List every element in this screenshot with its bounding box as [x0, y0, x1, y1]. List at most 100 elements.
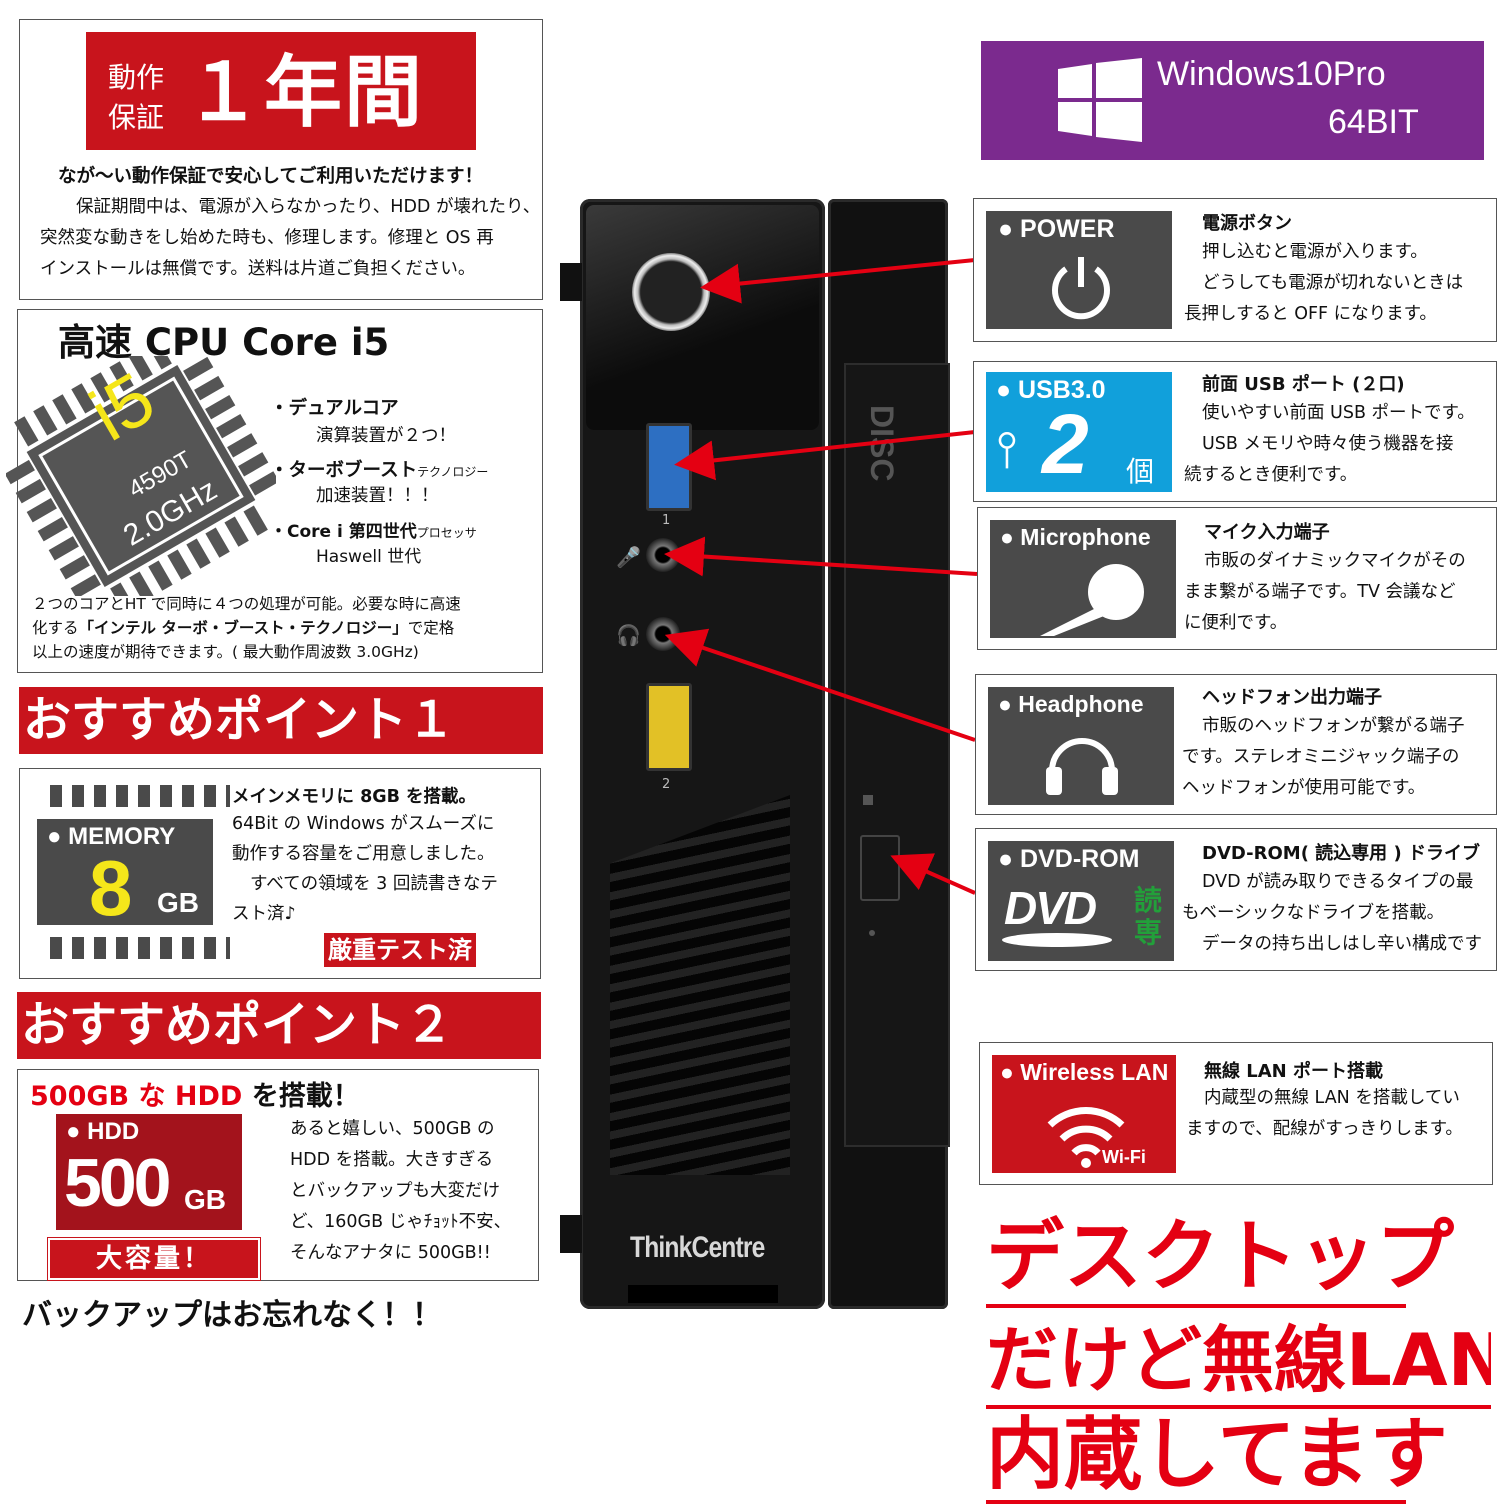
power-line-2: どうしても電源が切れないときは — [1202, 273, 1464, 293]
memory-pins-top — [50, 785, 230, 807]
point1-banner: おすすめポイント１ — [19, 687, 543, 754]
hdd-unit: GB — [184, 1184, 226, 1215]
slogan-line-2: だけど無線LAN — [986, 1315, 1491, 1409]
pc-foot-top — [560, 263, 582, 301]
memory-body-4: スト済♪ — [232, 904, 296, 924]
usb-line-3: 続するとき便利です。 — [1184, 465, 1358, 485]
wireless-line-1: 内蔵型の無線 LAN を搭載してい — [1204, 1088, 1460, 1108]
cpu-note-3: 以上の速度が期待できます。( 最大動作周波数 3.0GHz) — [32, 643, 419, 661]
microphone-title: マイク入力端子 — [1204, 522, 1330, 543]
headphone-icon-label: ● Headphone — [998, 691, 1144, 717]
cpu-box: 高速 CPU Core i5 i5 4590T 2.0GHz ・デュアルコア 演… — [6, 309, 543, 673]
cpu-note-2-b: 「インテル ターボ・ブースト・テクノロジー」 — [78, 619, 408, 637]
wireless-icon-tile: ● Wireless LAN Wi-Fi — [992, 1055, 1176, 1173]
dvd-icon-tile: ● DVD-ROM DVD 読専 — [988, 841, 1174, 961]
hdd-body-3: とバックアップも大変だけ — [290, 1181, 500, 1201]
cpu-chip-icon — [6, 356, 276, 596]
usb-count: 2 — [1042, 397, 1089, 491]
pc-brand: ThinkCentre — [630, 1231, 765, 1264]
microphone-icon-label: ● Microphone — [1000, 524, 1151, 550]
microphone-icon-tile: ● Microphone — [990, 520, 1176, 638]
drive-emergency-hole — [869, 930, 875, 936]
os-badge: Windows10Pro 64BIT — [981, 41, 1484, 160]
dvd-line-1: DVD が読み取りできるタイプの最 — [1202, 872, 1474, 892]
warranty-period: １年間 — [184, 48, 425, 138]
power-icon — [1052, 257, 1110, 320]
hdd-body-5: そんなアナタに 500GB!! — [290, 1243, 491, 1263]
feature-dvd: ● DVD-ROM DVD 読専 DVD-ROM( 読込専用 ) ドライブ DV… — [975, 828, 1497, 971]
wifi-sub-label: Wi-Fi — [1102, 1147, 1146, 1167]
dvd-line-3: データの持ち出しはし辛い構成です — [1202, 934, 1482, 954]
usb-title: 前面 USB ポート (２口) — [1202, 374, 1405, 395]
cpu-feature-3-main: ・Core i 第四世代 — [270, 522, 417, 542]
cpu-note-2-a: 化する — [32, 619, 79, 637]
headphone-icon — [1046, 738, 1118, 795]
memory-pins-bottom — [50, 937, 230, 959]
usb-port-2[interactable] — [646, 683, 692, 771]
vent-grille — [610, 795, 790, 1175]
warranty-headline: なが〜い動作保証で安心してご利用いただけます！ — [58, 166, 483, 187]
hdd-body-4: ど、160GB じゃﾁｮｯﾄ不安、 — [290, 1212, 512, 1232]
warranty-tag: 動作 保証 １年間 — [86, 32, 476, 150]
memory-badge: 厳重テスト済 — [324, 933, 476, 967]
headphone-port-icon: 🎧 — [616, 623, 641, 647]
cpu-feature-1-sub: 演算装置が２つ！ — [316, 426, 456, 446]
feature-microphone: ● Microphone マイク入力端子 市販のダイナミックマイクがその まま繋… — [977, 507, 1497, 650]
backup-reminder: バックアップはお忘れなく！！ — [22, 1298, 442, 1333]
usb-line-1: 使いやすい前面 USB ポートです。 — [1202, 403, 1475, 423]
headphone-line-1: 市販のヘッドフォンが繋がる端子 — [1202, 716, 1465, 736]
headphone-icon-tile: ● Headphone — [988, 687, 1174, 805]
dvd-logo: DVD — [1004, 882, 1097, 934]
microphone-line-2: まま繋がる端子です。TV 会議など — [1184, 582, 1456, 602]
arrow-usb — [674, 430, 976, 481]
memory-unit: GB — [157, 887, 199, 918]
cpu-title: 高速 CPU Core i5 — [58, 321, 390, 364]
dvd-line-2: もベーシックなドライブを搭載。 — [1182, 903, 1445, 923]
feature-power: ● POWER 電源ボタン 押し込むと電源が入ります。 どうしても電源が切れない… — [973, 198, 1497, 342]
wireless-line-2: ますので、配線がすっきりします。 — [1186, 1119, 1463, 1139]
dvd-side-label: 読専 — [1134, 884, 1163, 949]
usb-port-2-number: 2 — [662, 777, 671, 792]
microphone-port-icon: 🎤 — [616, 545, 641, 569]
cpu-feature-1-title: ・デュアルコア — [270, 398, 399, 419]
memory-box: ● MEMORY 8 GB メインメモリに 8GB を搭載。 64Bit の W… — [19, 768, 541, 979]
pc-glossy-top — [586, 205, 819, 430]
power-title: 電源ボタン — [1202, 213, 1292, 234]
microphone-line-3: に便利です。 — [1184, 613, 1288, 633]
cpu-feature-2-title: ・ターボブーストテクノロジー — [270, 456, 488, 482]
hdd-headline-a: 500GB な HDD — [30, 1081, 243, 1112]
cpu-note-2: 化する「インテル ターボ・ブースト・テクノロジー」で定格 — [32, 616, 454, 638]
feature-usb: ● USB3.0 ⫯ 2 個 前面 USB ポート (２口) 使いやすい前面 U… — [973, 361, 1497, 502]
feature-headphone: ● Headphone ヘッドフォン出力端子 市販のヘッドフォンが繋がる端子 で… — [975, 674, 1497, 815]
power-line-1: 押し込むと電源が入ります。 — [1202, 242, 1428, 262]
warranty-body-2: 突然変な動きをし始めた時も、修理します。修理と OS 再 — [40, 228, 494, 248]
usb-count-unit: 個 — [1126, 455, 1155, 488]
warranty-box: 動作 保証 １年間 なが〜い動作保証で安心してご利用いただけます！ 保証期間中は… — [19, 19, 543, 300]
cpu-feature-2-sub: 加速装置！！！ — [316, 486, 439, 506]
usb-symbol-icon: ⫯ — [996, 420, 1018, 478]
dvd-icon-label: ● DVD-ROM — [998, 845, 1140, 873]
os-name: Windows10Pro — [1157, 55, 1386, 93]
warranty-body-3: インストールは無償です。送料は片道ご負担ください。 — [40, 259, 476, 279]
warranty-tag-line1: 動作 — [108, 61, 165, 94]
power-button[interactable] — [632, 253, 710, 331]
wifi-icon — [1047, 1107, 1125, 1168]
memory-size: 8 — [89, 844, 133, 932]
usb-icon-label: ● USB3.0 — [996, 376, 1106, 404]
headphone-line-2: です。ステレオミニジャック端子の — [1182, 747, 1460, 767]
memory-body-1: 64Bit の Windows がスムーズに — [232, 814, 495, 834]
cpu-note-1: ２つのコアとHT で同時に４つの処理が可能。必要な時に高速 — [32, 595, 461, 613]
usb-icon-tile: ● USB3.0 ⫯ 2 個 — [986, 372, 1172, 492]
microphone-line-1: 市販のダイナミックマイクがその — [1204, 551, 1466, 571]
warranty-tag-line2: 保証 — [108, 101, 165, 134]
wireless-title: 無線 LAN ポート搭載 — [1204, 1061, 1383, 1082]
slogan-line-1: デスクトップ — [986, 1210, 1454, 1308]
memory-icon: ● MEMORY 8 GB — [37, 819, 213, 932]
cpu-feature-3-title: ・Core i 第四世代プロセッサ — [270, 517, 477, 542]
optical-drive-tray — [844, 363, 950, 1147]
pc-illustration: 1 🎤 🎧 2 ThinkCentre DISC — [560, 195, 960, 1315]
arrow-headphone — [664, 628, 976, 742]
feature-wireless-lan: ● Wireless LAN Wi-Fi 無線 LAN ポート搭載 内蔵型の無線… — [979, 1042, 1493, 1185]
cpu-note-2-c: で定格 — [407, 619, 455, 637]
memory-body-2: 動作する容量をご用意しました。 — [232, 844, 495, 864]
